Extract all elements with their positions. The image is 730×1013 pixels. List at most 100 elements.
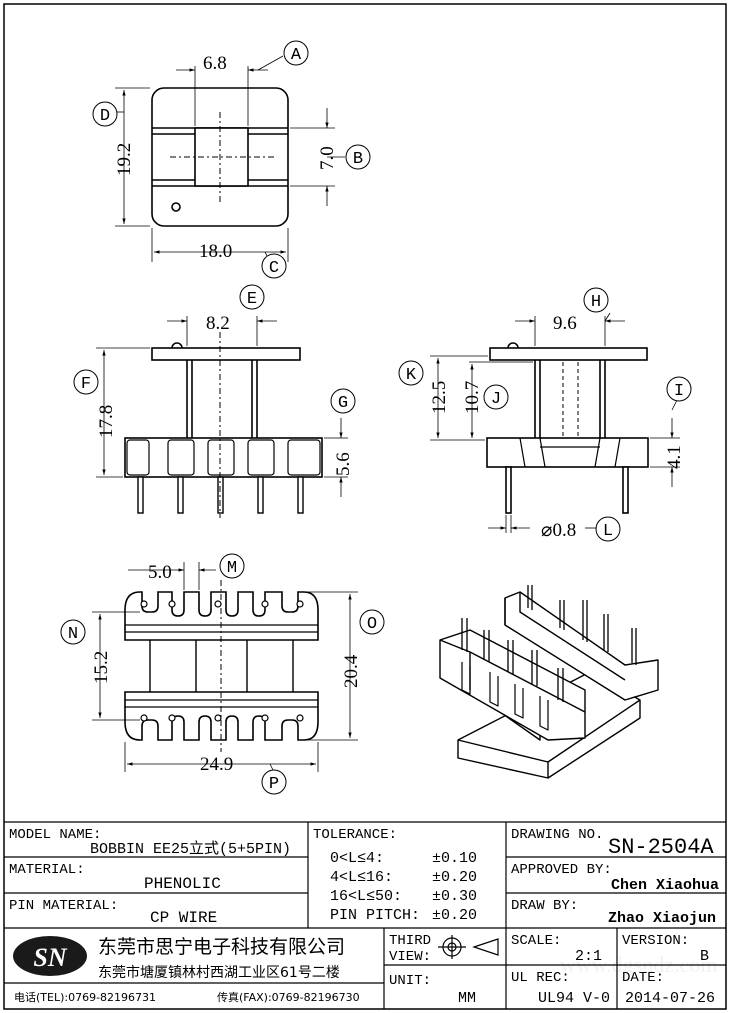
svg-text:E: E	[247, 290, 257, 309]
version-label: VERSION:	[622, 933, 689, 949]
scale: 2:1	[575, 948, 602, 965]
label-n: N	[60, 619, 86, 645]
dim-front-height-left: 17.8	[96, 405, 117, 438]
material-label: MATERIAL:	[9, 862, 85, 878]
material: PHENOLIC	[144, 875, 221, 893]
dim-side-height-outer: 12.5	[429, 381, 450, 414]
svg-text:P: P	[269, 775, 279, 794]
top-view-dimensions	[115, 55, 345, 263]
third-angle-projection-icon	[438, 935, 499, 959]
label-a: A	[283, 40, 309, 66]
third-view-label-2: VIEW:	[389, 949, 431, 965]
dim-bottom-height-left: 15.2	[91, 651, 112, 684]
unit-label: UNIT:	[389, 973, 431, 989]
draw-by: Zhao Xiaojun	[608, 910, 716, 927]
bottom-view-dimensions	[92, 562, 358, 775]
dim-top-height-right: 7.0	[317, 146, 338, 170]
side-view-dimensions	[430, 312, 680, 533]
label-k: K	[398, 360, 424, 386]
version: B	[700, 948, 709, 965]
svg-text:H: H	[591, 293, 601, 312]
svg-text:F: F	[81, 375, 91, 394]
company-address: 东莞市塘厦镇林村西湖工业区61号二楼	[98, 964, 340, 981]
pin-material: CP WIRE	[150, 909, 217, 927]
tolerance-range-3: PIN PITCH:	[330, 907, 420, 924]
dim-side-pin: ⌀0.8	[541, 520, 576, 541]
date: 2014-07-26	[625, 990, 715, 1007]
drawing-no-label: DRAWING NO.	[511, 827, 603, 843]
dim-top-width-bottom: 18.0	[199, 241, 232, 262]
dim-top-width-top: 6.8	[203, 53, 227, 74]
pin-material-label: PIN MATERIAL:	[9, 898, 118, 914]
dim-bottom-width-bottom: 24.9	[200, 754, 233, 775]
title-block-lines	[4, 821, 726, 1009]
svg-text:K: K	[406, 366, 417, 385]
svg-text:G: G	[338, 394, 348, 413]
label-m: M	[219, 553, 245, 579]
label-f: F	[73, 369, 99, 395]
svg-text:C: C	[269, 259, 279, 278]
company-tel: 电话(TEL):0769-82196731	[14, 991, 156, 1004]
label-l: L	[595, 516, 621, 542]
ul-rec-label: UL REC:	[511, 970, 570, 986]
dim-top-height-left: 19.2	[114, 143, 135, 176]
date-label: DATE:	[622, 970, 664, 986]
label-b: B	[345, 144, 371, 170]
svg-text:N: N	[68, 625, 78, 644]
company-name: 东莞市思宁电子科技有限公司	[98, 936, 345, 958]
tolerance-value-3: ±0.20	[432, 907, 477, 924]
label-o: O	[359, 609, 385, 635]
scale-label: SCALE:	[511, 933, 561, 949]
svg-text:I: I	[674, 382, 684, 401]
tolerance-value-1: ±0.20	[432, 869, 477, 886]
dim-front-height-right: 5.6	[333, 452, 354, 476]
svg-text:B: B	[353, 150, 363, 169]
tolerance-range-2: 16<L≤50:	[330, 888, 402, 905]
label-c: C	[261, 253, 287, 279]
isometric-view	[439, 585, 659, 779]
bottom-view	[124, 580, 319, 752]
draw-by-label: DRAW BY:	[511, 898, 578, 914]
tolerance-value-0: ±0.10	[432, 850, 477, 867]
label-j: J	[483, 384, 509, 410]
svg-text:L: L	[603, 522, 613, 541]
unit: MM	[458, 990, 476, 1007]
tolerance-range-0: 0<L≤4:	[330, 850, 384, 867]
company-logo: SN	[13, 936, 87, 976]
model-name: BOBBIN EE25立式(5+5PIN)	[90, 840, 291, 858]
ul-rec: UL94 V-0	[538, 990, 610, 1007]
label-g: G	[330, 388, 356, 414]
watermark: www.dgsndz.com	[560, 952, 717, 977]
front-view	[124, 332, 323, 518]
label-e: E	[239, 284, 265, 310]
side-view	[486, 342, 649, 514]
svg-text:J: J	[491, 390, 501, 409]
tolerance-value-2: ±0.30	[432, 888, 477, 905]
svg-text:SN: SN	[33, 943, 67, 972]
company-fax: 传真(FAX):0769-82196730	[217, 990, 360, 1004]
model-name-label: MODEL NAME:	[9, 827, 101, 843]
svg-text:M: M	[227, 559, 237, 578]
svg-text:D: D	[100, 107, 110, 126]
label-d: D	[92, 101, 118, 127]
svg-text:O: O	[367, 615, 377, 634]
dim-bottom-height-right: 20.4	[341, 654, 362, 688]
label-p: P	[261, 769, 287, 795]
label-h: H	[583, 287, 609, 313]
dim-bottom-slot: 5.0	[148, 562, 172, 583]
third-view-label-1: THIRD	[389, 933, 431, 949]
top-view	[151, 87, 289, 227]
drawing-no: SN-2504A	[608, 835, 714, 860]
tolerance-label: TOLERANCE:	[313, 827, 397, 843]
dim-side-width-top: 9.6	[553, 313, 577, 334]
approved-by: Chen Xiaohua	[611, 877, 719, 894]
tolerance-range-1: 4<L≤16:	[330, 869, 393, 886]
svg-text:A: A	[291, 46, 302, 65]
label-i: I	[666, 376, 692, 402]
sheet-border	[3, 3, 727, 1010]
approved-by-label: APPROVED BY:	[511, 862, 612, 878]
dim-side-height-inner: 10.7	[462, 381, 483, 414]
dim-side-base: 4.1	[664, 445, 685, 469]
dim-front-width-top: 8.2	[206, 313, 230, 334]
